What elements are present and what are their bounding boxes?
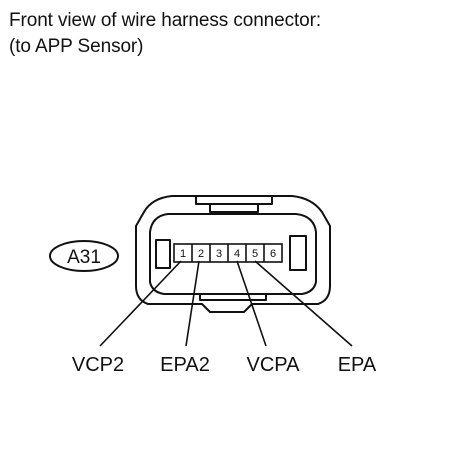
housing-outer-outline xyxy=(135,195,331,313)
pin-number-5: 5 xyxy=(252,248,258,260)
signal-label-vcp2: VCP2 xyxy=(72,354,124,376)
connector-id-badge: A31 xyxy=(49,240,119,272)
housing-bottom-key xyxy=(199,294,267,301)
pin-number-2: 2 xyxy=(198,248,204,260)
connector-housing xyxy=(135,195,331,313)
leader-line-epa2 xyxy=(185,260,200,347)
leader-line-vcp2 xyxy=(99,260,182,347)
pin-number-1: 1 xyxy=(180,248,186,260)
pin-numbers: 1 2 3 4 5 6 xyxy=(180,248,276,260)
signal-label-vcpa: VCPA xyxy=(247,354,301,376)
leader-lines xyxy=(99,260,353,347)
caption-subtitle: (to APP Sensor) xyxy=(9,36,144,57)
pin-number-4: 4 xyxy=(234,248,240,260)
left-guide-block xyxy=(155,239,171,269)
leader-line-vcpa xyxy=(236,260,267,347)
signal-label-epa: EPA xyxy=(338,354,377,376)
caption-title: Front view of wire harness connector: xyxy=(9,10,322,31)
leader-line-epa xyxy=(254,260,353,347)
pin-number-6: 6 xyxy=(270,248,276,260)
housing-top-latch xyxy=(195,196,273,205)
diagram-caption: Front view of wire harness connector: (t… xyxy=(9,8,321,60)
signal-labels: VCP2 EPA2 VCPA EPA xyxy=(72,354,377,376)
connector-id-oval xyxy=(49,240,119,272)
housing-latch-tab xyxy=(209,204,259,213)
signal-label-epa2: EPA2 xyxy=(160,354,210,376)
housing-inner-cavity xyxy=(149,213,317,295)
connector-id-text: A31 xyxy=(67,247,101,268)
terminal-strip xyxy=(173,243,283,263)
pin-number-3: 3 xyxy=(216,248,222,260)
right-guide-block xyxy=(289,235,307,271)
